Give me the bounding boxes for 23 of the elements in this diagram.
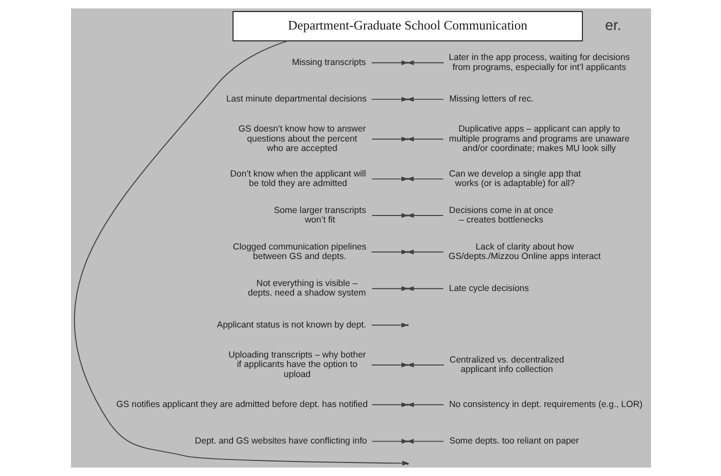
node-text: Clogged communication pipelines between GS and depts. (232, 241, 366, 262)
node-text: Decisions come in at once – creates bottlenecks (448, 204, 553, 225)
node-text: Centralized vs. decentralized applicant info collection (449, 354, 564, 374)
node-text: Uploading transcripts – why bother if applicants have the option to upload (228, 349, 366, 379)
node-text: Lack of clarity about how GS/depts./Mizzou Online apps interact (448, 241, 600, 262)
node-text: GS doesn’t know how to answer questions about the percent who are accepted (238, 124, 366, 154)
node-text: Some larger transcripts won’t fit (273, 204, 366, 225)
node-text: Later in the app process, waiting for decisions from programs, especially for int’l applicants (448, 52, 630, 72)
node-text: Don’t know when the applicant will be told they are admitted (230, 168, 366, 188)
node-text: Not everything is visible – depts. need a shadow system (247, 278, 366, 298)
node-text: Last minute departmental decisions (226, 94, 366, 104)
node-text: No consistency in dept. requirements (e.g., LOR) (448, 399, 642, 410)
node-text: Late cycle decisions (448, 282, 528, 293)
node-text: Duplicative apps – applicant can apply to multiple programs and programs are unaware and/or coordinate; makes MU look silly (448, 124, 630, 154)
node-text: Can we develop a single app that works (or is adaptable) for all? (448, 168, 580, 188)
node-text: Missing letters of rec. (448, 94, 534, 104)
node-text: GS notifies applicant they are admitted before dept. has notified (116, 399, 368, 410)
node-text: Dept. and GS websites have conflicting info (194, 436, 367, 446)
node-text: Missing transcripts (291, 57, 366, 68)
node-text: Some depts. too reliant on paper (448, 436, 578, 446)
label: er. (604, 18, 621, 34)
node-box: Department-Graduate School Communication (232, 11, 582, 42)
node-text: Applicant status is not known by dept. (216, 319, 366, 330)
